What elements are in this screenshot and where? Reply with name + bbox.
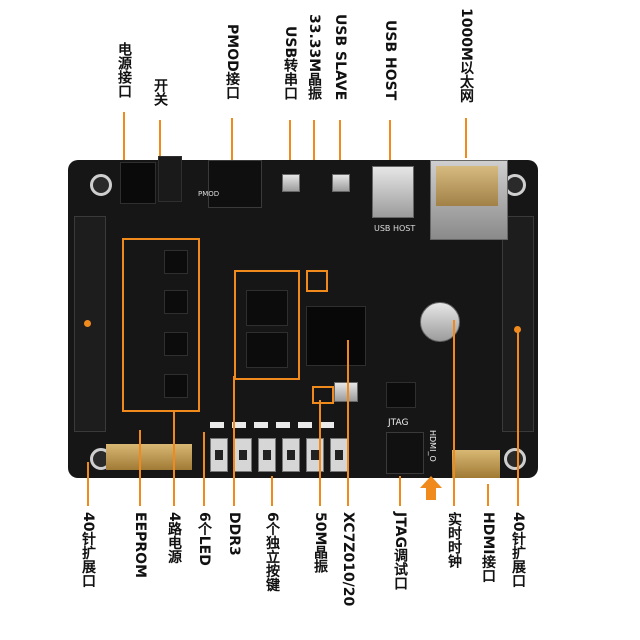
box-ddr3 — [234, 270, 300, 380]
label-switch: 开关 — [152, 78, 168, 106]
ethernet-label-plate — [436, 166, 498, 206]
pmod-connector — [208, 160, 262, 208]
jtag-connector — [386, 432, 424, 474]
label-crystal-50m: 50M晶振 — [312, 512, 328, 574]
power-jack — [120, 162, 156, 204]
label-usb-host: USB HOST — [382, 20, 398, 101]
box-crystal-50m — [312, 386, 334, 404]
label-usb-serial: USB转串口 — [282, 26, 298, 101]
usb-host-port — [372, 166, 414, 218]
gold-pads — [106, 444, 192, 470]
label-power4: 4路电源 — [166, 512, 182, 564]
power-switch — [158, 156, 182, 202]
leader-usb-serial — [289, 120, 291, 174]
marker-dot — [514, 326, 521, 333]
ddr3-chip-2 — [246, 332, 288, 368]
leader-header-left — [87, 462, 89, 506]
label-hdmi: HDMI接口 — [480, 512, 496, 583]
led — [320, 422, 334, 428]
leader-eeprom — [139, 430, 141, 506]
box-crystal-33m — [306, 270, 328, 292]
arrow-up-icon — [420, 476, 442, 488]
regulator-4 — [164, 374, 188, 398]
led — [298, 422, 312, 428]
label-crystal-33m: 33.33M晶振 — [306, 14, 322, 101]
leader-crystal-50m — [319, 400, 321, 506]
key-button[interactable] — [306, 438, 324, 472]
regulator-2 — [164, 290, 188, 314]
box-power-area — [122, 238, 200, 412]
marker-dot — [84, 320, 91, 327]
label-header-right: 40针扩展口 — [510, 512, 526, 588]
leader-fpga — [347, 340, 349, 506]
label-fpga: XC7Z010/20 — [340, 512, 356, 607]
ddr3-chip-1 — [246, 290, 288, 326]
leader-keys6 — [271, 476, 273, 506]
silk-pmod: PMOD — [198, 190, 220, 198]
leader-power-jack — [123, 112, 125, 172]
fpga-chip — [306, 306, 366, 366]
silk-usb-host: USB HOST — [374, 224, 416, 233]
usb-serial-port — [282, 174, 300, 192]
key-button[interactable] — [282, 438, 300, 472]
mount-hole — [504, 448, 526, 470]
crystal-50m — [334, 382, 358, 402]
key-button[interactable] — [210, 438, 228, 472]
label-usb-slave: USB SLAVE — [332, 14, 348, 101]
label-header-left: 40针扩展口 — [80, 512, 96, 588]
label-keys6: 6个独立按键 — [264, 512, 280, 592]
label-ddr3: DDR3 — [226, 512, 242, 556]
hdmi-port — [452, 450, 500, 478]
leader-pmod — [231, 118, 233, 180]
leader-header-right — [517, 330, 519, 506]
arrow-stem — [426, 488, 436, 500]
regulator-3 — [164, 332, 188, 356]
led — [254, 422, 268, 428]
leader-power4 — [173, 410, 175, 506]
leader-usb-host — [389, 120, 391, 166]
label-rtc: 实时时钟 — [446, 512, 462, 568]
fpga-board: PMOD USB HOST — [68, 156, 538, 478]
usb-slave-port — [332, 174, 350, 192]
leader-rtc — [453, 320, 455, 506]
leader-usb-slave — [339, 120, 341, 174]
leader-hdmi — [487, 484, 489, 506]
label-eeprom: EEPROM — [132, 512, 148, 579]
label-ethernet: 1000M以太网 — [458, 8, 474, 103]
leader-switch — [159, 120, 161, 158]
key-button[interactable] — [234, 438, 252, 472]
key-button[interactable] — [330, 438, 348, 472]
led — [276, 422, 290, 428]
led — [210, 422, 224, 428]
silk-hdmi: HDMI_O — [428, 430, 437, 462]
leader-led6 — [203, 432, 205, 506]
header-40pin-left — [74, 216, 106, 432]
leader-ddr3 — [233, 376, 235, 506]
mount-hole — [90, 174, 112, 196]
label-jtag: JTAG调试口 — [392, 512, 408, 590]
leader-ethernet — [465, 118, 467, 158]
leader-jtag — [399, 476, 401, 506]
label-led6: 6个LED — [196, 512, 212, 566]
label-pmod: PMOD接口 — [224, 24, 240, 100]
regulator-1 — [164, 250, 188, 274]
led — [232, 422, 246, 428]
key-button[interactable] — [258, 438, 276, 472]
usb-phy-chip — [386, 382, 416, 408]
label-power-jack: 电源接口 — [116, 42, 132, 98]
silk-jtag: JTAG — [388, 418, 409, 428]
